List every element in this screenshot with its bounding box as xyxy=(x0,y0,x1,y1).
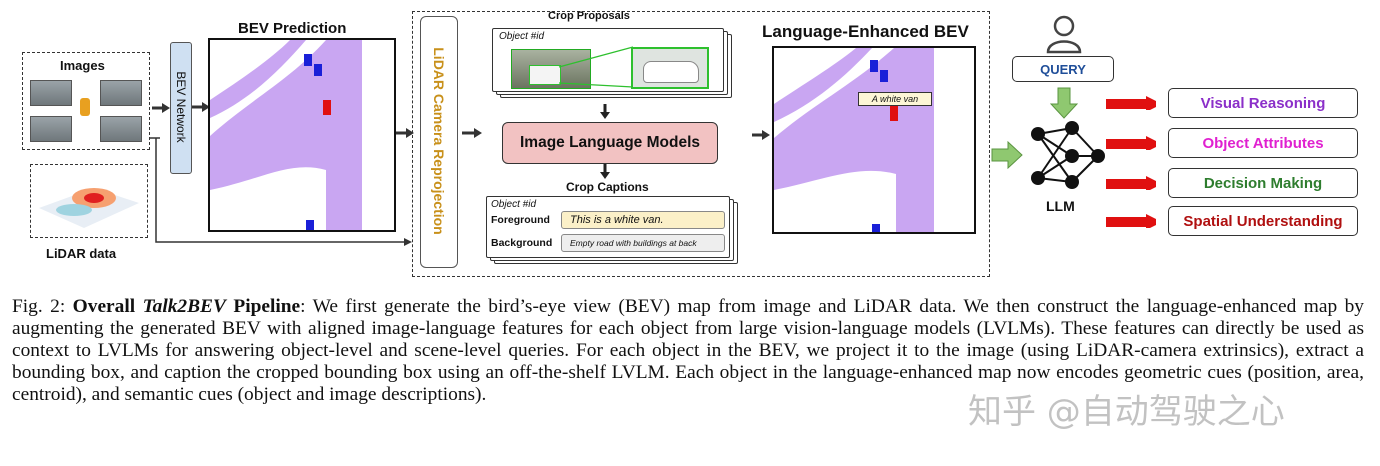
output-label: Decision Making xyxy=(1203,174,1323,192)
neural-network-icon xyxy=(1031,121,1105,189)
arrow xyxy=(462,128,482,138)
crop-proposal-card: Object #id xyxy=(492,28,724,92)
cropped-car-image xyxy=(631,47,709,89)
image-language-models-block: Image Language Models xyxy=(502,122,718,164)
arrow xyxy=(396,128,414,138)
background-caption: Empty road with buildings at back xyxy=(561,234,725,252)
reprojection-block xyxy=(420,16,458,268)
red-arrow xyxy=(1106,136,1156,150)
green-arrow xyxy=(991,140,1023,170)
output-label: Spatial Understanding xyxy=(1183,212,1343,230)
output-spatial-understanding: Spatial Understanding xyxy=(1168,206,1358,236)
camera-image xyxy=(100,116,142,142)
lidar-panel xyxy=(30,164,148,238)
bev-annotation: A white van xyxy=(858,92,932,106)
foreground-caption-text: This is a white van. xyxy=(570,214,664,226)
output-visual-reasoning: Visual Reasoning xyxy=(1168,88,1358,118)
crop-proposals-title: Crop Proposals xyxy=(548,10,630,22)
red-arrow xyxy=(1106,96,1156,110)
caption-text: : We first generate the bird’s-eye view … xyxy=(12,296,1364,405)
bev-prediction-title: BEV Prediction xyxy=(238,20,347,37)
red-arrow xyxy=(1106,214,1156,228)
reprojection-label: LiDAR Camera Reprojection xyxy=(431,47,447,235)
crop-connector xyxy=(558,46,634,88)
le-bev-title: Language-Enhanced BEV xyxy=(762,22,969,41)
camera-image xyxy=(30,80,72,106)
object-id-label: Object #id xyxy=(491,199,537,210)
caption-fig-label: Fig. 2: xyxy=(12,296,66,317)
query-box: QUERY xyxy=(1012,56,1114,82)
ego-car-icon xyxy=(80,98,90,116)
query-label: QUERY xyxy=(1040,61,1086,77)
down-arrow xyxy=(600,104,610,119)
background-label: Background xyxy=(491,237,553,249)
lidar-pointcloud-image xyxy=(39,188,139,228)
green-down-arrow xyxy=(1050,87,1078,119)
foreground-caption: This is a white van. xyxy=(561,211,725,229)
crop-caption-card: Object #id Foreground This is a white va… xyxy=(486,196,730,258)
background-caption-text: Empty road with buildings at back xyxy=(570,238,697,248)
watermark: 知乎 @自动驾驶之心 xyxy=(968,392,1285,432)
bev-prediction-map xyxy=(208,38,396,232)
caption-title: Talk2BEV xyxy=(142,296,226,317)
bev-network-label: BEV Network xyxy=(174,71,188,143)
output-decision-making: Decision Making xyxy=(1168,168,1358,198)
lidar-label: LiDAR data xyxy=(46,246,117,261)
bev-annotation-text: A white van xyxy=(871,94,919,104)
output-object-attributes: Object Attributes xyxy=(1168,128,1358,158)
bev-network-block xyxy=(170,42,192,174)
camera-image xyxy=(30,116,72,142)
output-label: Object Attributes xyxy=(1202,134,1324,152)
language-enhanced-bev-map: A white van xyxy=(772,46,976,234)
images-panel xyxy=(22,52,150,150)
llm-label: LLM xyxy=(1046,198,1075,214)
figure-caption: Fig. 2: Overall Talk2BEV Pipeline: We fi… xyxy=(12,296,1364,406)
crop-captions-title: Crop Captions xyxy=(566,180,649,194)
language-enhancement-module xyxy=(412,11,990,277)
output-label: Visual Reasoning xyxy=(1200,94,1326,112)
ilm-label: Image Language Models xyxy=(519,134,700,151)
object-id-label: Object #id xyxy=(499,31,545,42)
caption-bold-a: Overall xyxy=(72,296,136,317)
input-arrows xyxy=(150,103,412,246)
arrow xyxy=(752,130,770,140)
red-arrow xyxy=(1106,176,1156,190)
caption-bold-b: Pipeline xyxy=(233,296,301,317)
foreground-label: Foreground xyxy=(491,214,550,226)
down-arrow xyxy=(600,164,610,179)
crop-box xyxy=(529,65,561,85)
images-label: Images xyxy=(60,58,105,73)
user-icon xyxy=(1046,15,1082,54)
arrow xyxy=(192,102,210,112)
camera-image xyxy=(100,80,142,106)
